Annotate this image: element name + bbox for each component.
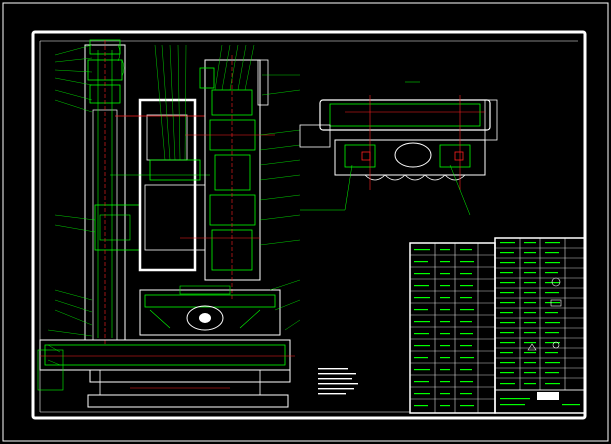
- parts-list-table: [494, 237, 586, 414]
- spindle-head: [180, 55, 275, 300]
- title-block: [409, 242, 496, 414]
- callout-leaders-right: [259, 74, 301, 331]
- inner-drawing-frame: [31, 30, 587, 420]
- work-table: [139, 285, 281, 336]
- left-column: [84, 39, 141, 345]
- parts-list-sketches: [527, 277, 562, 351]
- callout-leaders-left: [47, 44, 96, 366]
- technical-notes-block: [318, 368, 358, 395]
- top-section-view: [299, 81, 498, 216]
- machine-base: [37, 339, 295, 408]
- title-strip: [494, 389, 586, 414]
- front-elevation-view: [37, 39, 301, 408]
- crossbeam-frame: [110, 98, 210, 272]
- callout-leaders-top: [154, 44, 255, 161]
